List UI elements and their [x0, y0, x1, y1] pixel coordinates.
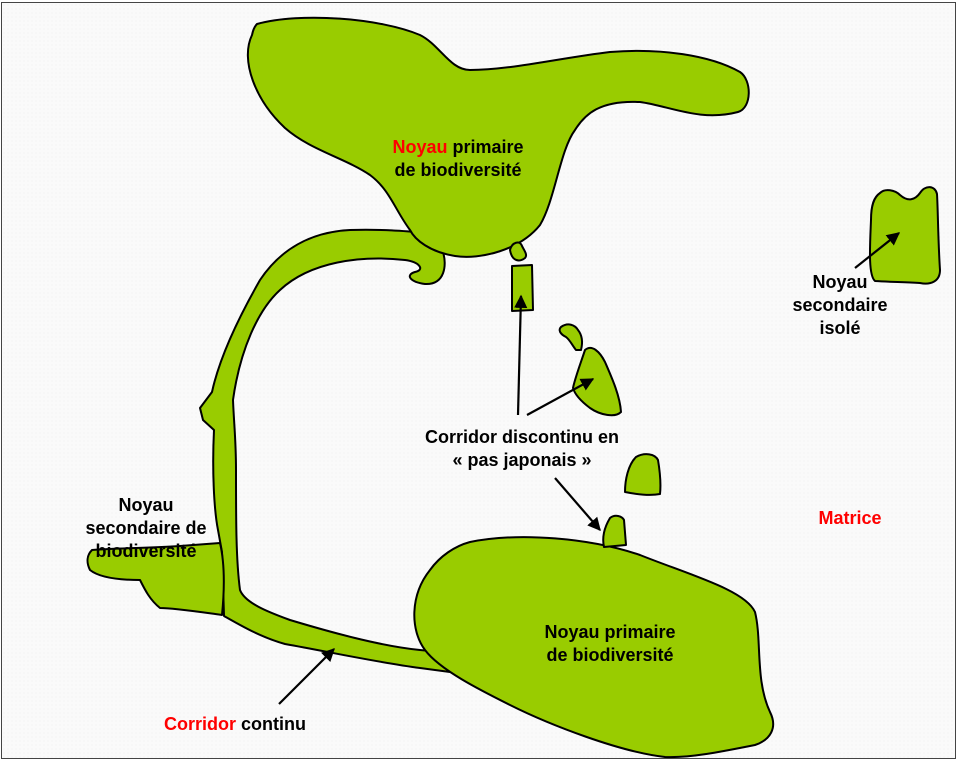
label-stepping-stone-corridor: Corridor discontinu en « pas japonais » — [424, 427, 619, 470]
arrow-to-continuous-corridor — [278, 648, 335, 705]
arrow-to-isolated-core — [854, 232, 901, 269]
label-primary-core-bottom: Noyau primaire de biodiversité — [544, 622, 676, 665]
label-primary-core-top: Noyau primaire de biodiversité — [392, 137, 524, 180]
arrow-to-stone-6 — [554, 477, 601, 531]
primary-core-bottom-shape — [413, 536, 775, 759]
stepping-stone-3 — [558, 323, 583, 351]
secondary-core-left-shape — [86, 542, 225, 616]
stepping-stone-5 — [624, 453, 662, 496]
label-isolated-core: Noyau secondaire isolé — [792, 272, 888, 338]
label-keyword-noyau: Noyau — [392, 137, 448, 157]
arrow-to-stone-4 — [526, 378, 595, 416]
stepping-stone-4 — [572, 346, 622, 417]
label-secondary-core-left: Noyau secondaire de biodiversité — [85, 495, 207, 561]
label-matrix: Matrice — [818, 508, 882, 528]
stepping-stone-2 — [511, 264, 534, 312]
arrow-to-stone-2 — [514, 294, 528, 416]
primary-core-top-shape — [246, 16, 750, 258]
continuous-corridor-shape — [199, 228, 489, 677]
label-keyword-corridor: Corridor — [164, 714, 236, 734]
label-continuous-corridor: Corridor continu — [164, 714, 306, 734]
stepping-stone-1 — [509, 241, 528, 262]
isolated-core-shape — [868, 186, 941, 285]
stepping-stone-6 — [602, 514, 627, 548]
